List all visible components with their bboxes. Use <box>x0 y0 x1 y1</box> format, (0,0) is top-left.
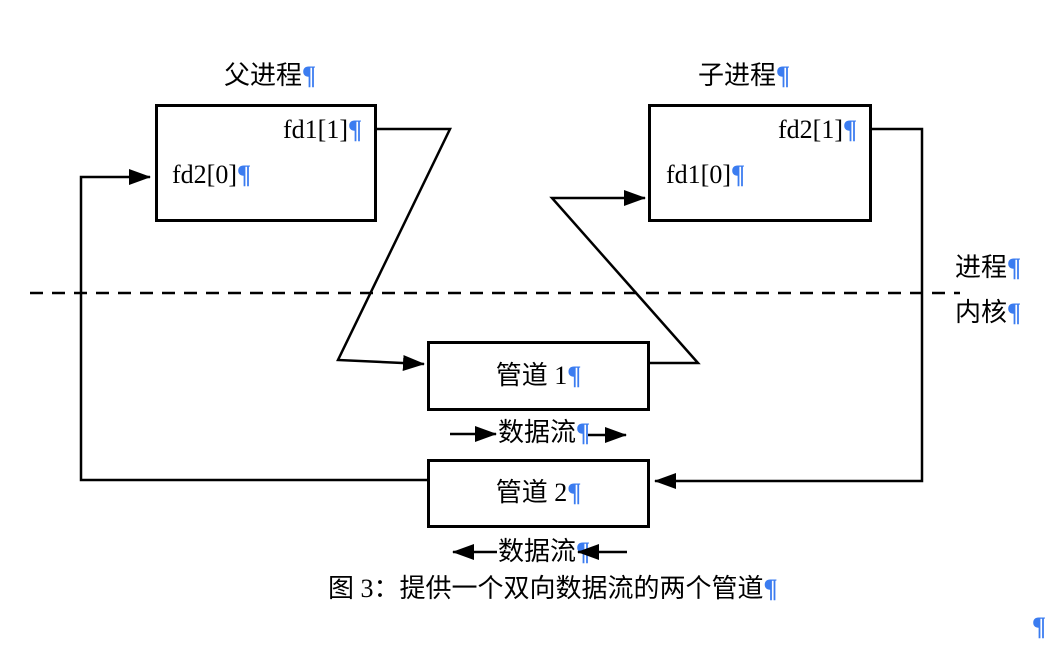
pilcrow-mark: ¶ <box>567 360 582 390</box>
pilcrow-mark: ¶ <box>236 160 252 189</box>
parent-fd-write-label: fd1[1]¶ <box>283 115 363 145</box>
child-process-title: 子进程¶ <box>698 61 791 91</box>
pilcrow-mark: ¶ <box>1032 612 1047 641</box>
dataflow-pipe1-text: 数据流 <box>498 418 577 447</box>
pilcrow-mark: ¶ <box>1007 298 1022 327</box>
pipe2-label-text: 管道 2 <box>495 478 568 508</box>
parent-process-title: 父进程¶ <box>224 61 317 91</box>
figure-caption-text: 图 3：提供一个双向数据流的两个管道 <box>328 574 764 603</box>
dataflow-pipe2-label: 数据流¶ <box>498 537 591 567</box>
pilcrow-mark: ¶ <box>1007 253 1022 282</box>
stray-paragraph-mark: ¶ <box>1032 612 1047 642</box>
arrow-pipe2-to-parent <box>79 169 427 482</box>
parent-fd-read-text: fd2[0] <box>172 160 237 189</box>
child-process-title-text: 子进程 <box>698 61 777 90</box>
figure-caption: 图 3：提供一个双向数据流的两个管道¶ <box>328 574 778 604</box>
pilcrow-mark: ¶ <box>347 115 363 144</box>
boundary-kernel-label: 内核¶ <box>955 298 1022 328</box>
child-fd-write-text: fd2[1] <box>778 115 843 144</box>
pilcrow-mark: ¶ <box>576 537 591 566</box>
parent-fd-write-text: fd1[1] <box>283 115 348 144</box>
arrow-pipe1-to-child <box>549 190 701 365</box>
child-fd-read-label: fd1[0]¶ <box>666 160 746 190</box>
pilcrow-mark: ¶ <box>776 61 791 90</box>
pilcrow-mark: ¶ <box>576 418 591 447</box>
pilcrow-mark: ¶ <box>302 61 317 90</box>
dataflow-pipe1-label: 数据流¶ <box>498 418 591 448</box>
pilcrow-mark: ¶ <box>730 160 746 189</box>
boundary-kernel-text: 内核 <box>955 298 1008 327</box>
pilcrow-mark: ¶ <box>567 478 582 508</box>
pipe2-label: 管道 2¶ <box>495 478 582 508</box>
boundary-process-text: 进程 <box>955 253 1008 282</box>
parent-process-title-text: 父进程 <box>224 61 303 90</box>
pipe2-box: 管道 2¶ <box>427 459 650 528</box>
dataflow-pipe2-text: 数据流 <box>498 537 577 566</box>
pipe1-label: 管道 1¶ <box>495 360 582 391</box>
child-fd-write-label: fd2[1]¶ <box>778 115 858 145</box>
boundary-process-label: 进程¶ <box>955 253 1022 283</box>
child-fd-read-text: fd1[0] <box>666 160 731 189</box>
pipe1-label-text: 管道 1 <box>495 360 568 390</box>
pilcrow-mark: ¶ <box>763 574 778 603</box>
parent-fd-read-label: fd2[0]¶ <box>172 160 252 190</box>
pilcrow-mark: ¶ <box>842 115 858 144</box>
pipe1-box: 管道 1¶ <box>427 341 650 411</box>
